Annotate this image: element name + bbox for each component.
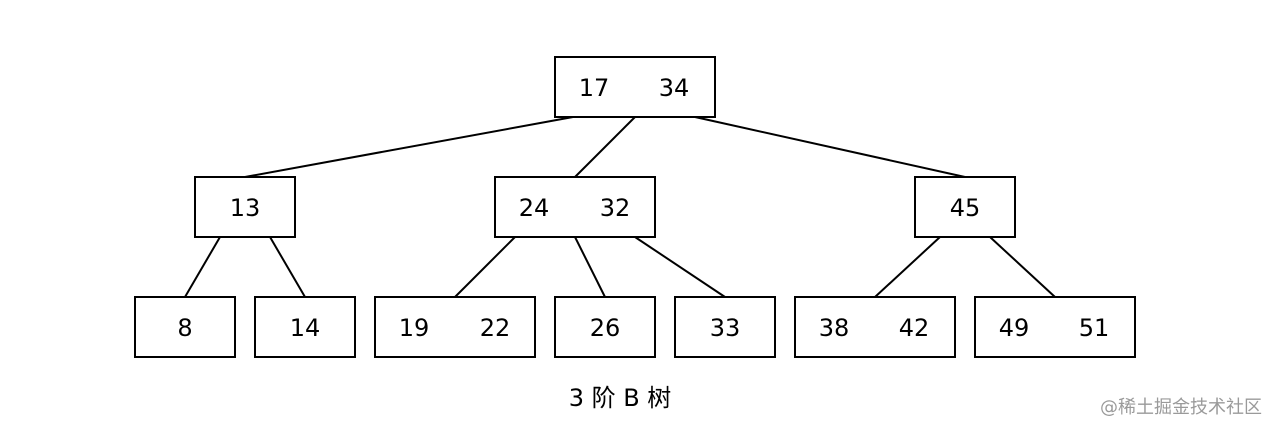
node-key: 8 xyxy=(177,314,192,342)
node-box xyxy=(914,176,1016,238)
node-box xyxy=(554,56,716,118)
tree-leaf-5: 38 42 xyxy=(794,296,956,358)
node-key: 22 xyxy=(480,314,511,342)
tree-node-level1-2: 45 xyxy=(914,176,1016,238)
tree-leaf-1: 14 xyxy=(254,296,356,358)
node-key: 17 xyxy=(579,74,610,102)
edge-root-to-node-24-32 xyxy=(574,116,636,178)
edge-root-to-node-13 xyxy=(244,116,574,178)
node-key: 32 xyxy=(600,194,631,222)
tree-leaf-3: 26 xyxy=(554,296,656,358)
tree-leaf-4: 33 xyxy=(674,296,776,358)
node-key: 19 xyxy=(399,314,430,342)
node-box xyxy=(194,176,296,238)
node-box xyxy=(674,296,776,358)
node-box xyxy=(494,176,656,238)
edge-node-45-to-leaf-49-51 xyxy=(989,236,1056,298)
node-key: 33 xyxy=(710,314,741,342)
tree-node-level1-0: 13 xyxy=(194,176,296,238)
tree-edges xyxy=(184,116,1056,298)
edge-node-13-to-leaf-8 xyxy=(184,236,221,298)
node-box xyxy=(974,296,1136,358)
edge-root-to-node-45 xyxy=(694,116,966,178)
tree-leaf-0: 8 xyxy=(134,296,236,358)
node-box xyxy=(254,296,356,358)
diagram-caption: 3 阶 B 树 xyxy=(569,384,672,412)
node-key: 24 xyxy=(519,194,550,222)
edge-node-24-32-to-leaf-33 xyxy=(634,236,726,298)
tree-node-level1-1: 24 32 xyxy=(494,176,656,238)
node-box xyxy=(134,296,236,358)
edge-node-24-32-to-leaf-19-22 xyxy=(454,236,516,298)
edge-node-13-to-leaf-14 xyxy=(269,236,306,298)
tree-leaf-6: 49 51 xyxy=(974,296,1136,358)
node-key: 42 xyxy=(899,314,930,342)
watermark-text: @稀土掘金技术社区 xyxy=(1100,397,1262,418)
node-key: 34 xyxy=(659,74,690,102)
node-key: 26 xyxy=(590,314,621,342)
node-key: 14 xyxy=(290,314,321,342)
node-key: 45 xyxy=(950,194,981,222)
tree-node-root: 17 34 xyxy=(554,56,716,118)
edge-node-24-32-to-leaf-26 xyxy=(574,236,606,298)
node-box xyxy=(554,296,656,358)
node-key: 49 xyxy=(999,314,1030,342)
node-key: 13 xyxy=(230,194,261,222)
node-key: 38 xyxy=(819,314,850,342)
node-box xyxy=(794,296,956,358)
tree-leaf-2: 19 22 xyxy=(374,296,536,358)
edge-node-45-to-leaf-38-42 xyxy=(874,236,941,298)
node-box xyxy=(374,296,536,358)
node-key: 51 xyxy=(1079,314,1110,342)
